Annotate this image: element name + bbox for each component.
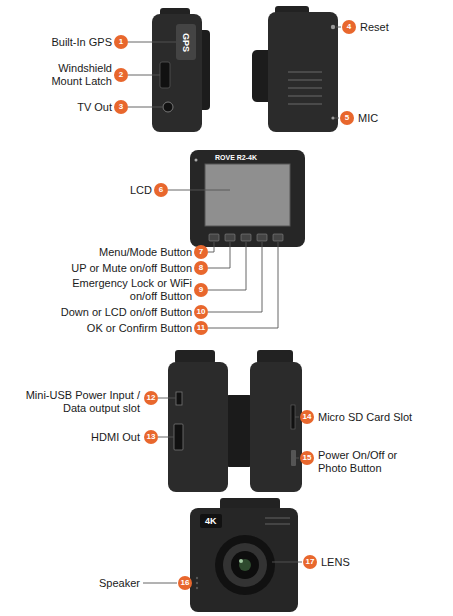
- part-label: Menu/Mode Button: [42, 246, 192, 259]
- callout-number: 12: [144, 391, 158, 405]
- callout-number: 14: [300, 410, 314, 424]
- part-label: Down or LCD on/off Button: [22, 306, 192, 319]
- part-label: Micro SD Card Slot: [318, 411, 443, 424]
- part-label: LENS: [321, 556, 381, 569]
- device-marking: 4K: [205, 517, 217, 526]
- callout-number: 16: [178, 576, 192, 590]
- part-label: Power On/Off or Photo Button: [318, 449, 418, 475]
- callout-number: 8: [194, 261, 208, 275]
- callout-number: 6: [154, 183, 168, 197]
- part-label: Mini-USB Power Input / Data output slot: [10, 389, 140, 415]
- device-marking: GPS: [181, 33, 190, 52]
- part-label: Speaker: [70, 577, 140, 590]
- callout-number: 9: [194, 283, 208, 297]
- callout-number: 3: [114, 100, 128, 114]
- part-label: MIC: [358, 112, 418, 125]
- callout-number: 13: [144, 430, 158, 444]
- callout-number: 10: [194, 305, 208, 319]
- callout-number: 15: [300, 451, 314, 465]
- callout-number: 7: [194, 245, 208, 259]
- callout-number: 4: [342, 20, 356, 34]
- part-label: Built-In GPS: [12, 36, 112, 49]
- callout-number: 11: [194, 321, 208, 335]
- part-label: LCD: [102, 184, 152, 197]
- callout-number: 2: [114, 68, 128, 82]
- part-label: Reset: [360, 21, 440, 34]
- part-label: UP or Mute on/off Button: [22, 262, 192, 275]
- callout-number: 1: [114, 35, 128, 49]
- device-marking: ROVE R2-4K: [215, 154, 257, 161]
- callout-number: 5: [340, 111, 354, 125]
- part-label: OK or Confirm Button: [22, 322, 192, 335]
- part-label: HDMI Out: [60, 431, 140, 444]
- callout-number: 17: [303, 555, 317, 569]
- part-label: TV Out: [32, 101, 112, 114]
- part-label: Emergency Lock or WiFi on/off Button: [72, 277, 192, 303]
- part-label: Windshield Mount Latch: [32, 62, 112, 88]
